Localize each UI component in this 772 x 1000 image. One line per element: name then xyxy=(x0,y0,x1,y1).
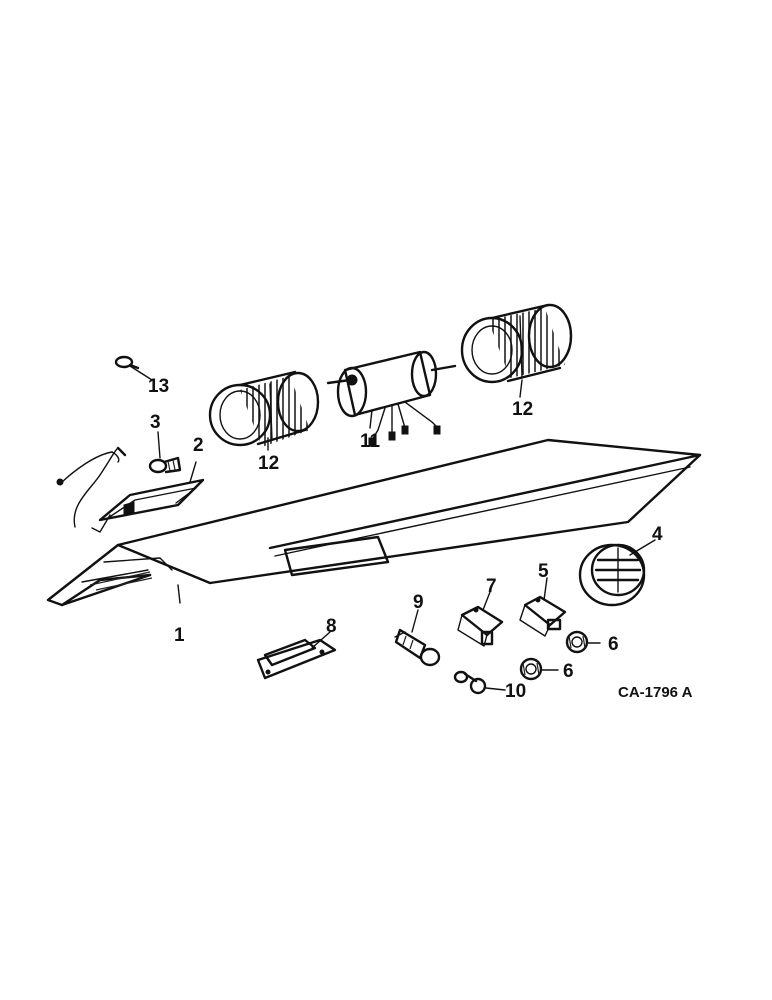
lighter-assembly xyxy=(394,628,441,667)
switch-7 xyxy=(457,605,504,647)
callout-6-upper: 6 xyxy=(608,634,619,655)
callout-13: 13 xyxy=(148,376,169,397)
callout-1: 1 xyxy=(174,625,185,646)
screw xyxy=(114,355,140,370)
blower-wheel-left xyxy=(208,370,320,447)
switch-plate xyxy=(256,638,337,680)
callout-11: 11 xyxy=(360,431,381,452)
leader-lines xyxy=(129,365,656,691)
callout-3: 3 xyxy=(150,412,161,433)
callout-10: 10 xyxy=(505,681,526,702)
callout-2: 2 xyxy=(193,435,204,456)
control-knob-lower xyxy=(519,657,543,681)
callout-7: 7 xyxy=(486,576,497,597)
callout-9: 9 xyxy=(413,592,424,613)
callout-12-left: 12 xyxy=(258,453,279,474)
callout-5: 5 xyxy=(538,561,549,582)
callout-4: 4 xyxy=(652,524,663,545)
callout-12-right: 12 xyxy=(512,399,533,420)
dash-panel-housing xyxy=(46,438,702,607)
blower-wheel-right xyxy=(460,303,573,384)
switch-5 xyxy=(519,595,567,637)
drawing-reference-code: CA-1796 A xyxy=(618,684,693,701)
control-bezel xyxy=(91,478,205,533)
callout-6-lower: 6 xyxy=(563,661,574,682)
wiring-harness xyxy=(56,446,127,528)
callout-8: 8 xyxy=(326,616,337,637)
blower-motor xyxy=(326,350,457,447)
air-vent-louver xyxy=(578,543,646,607)
callouts: 1 2 3 4 5 6 6 7 8 9 10 11 12 12 13 xyxy=(148,376,663,702)
bulb xyxy=(148,456,182,474)
lighter-knob xyxy=(453,670,487,695)
control-knob-upper xyxy=(565,630,589,654)
